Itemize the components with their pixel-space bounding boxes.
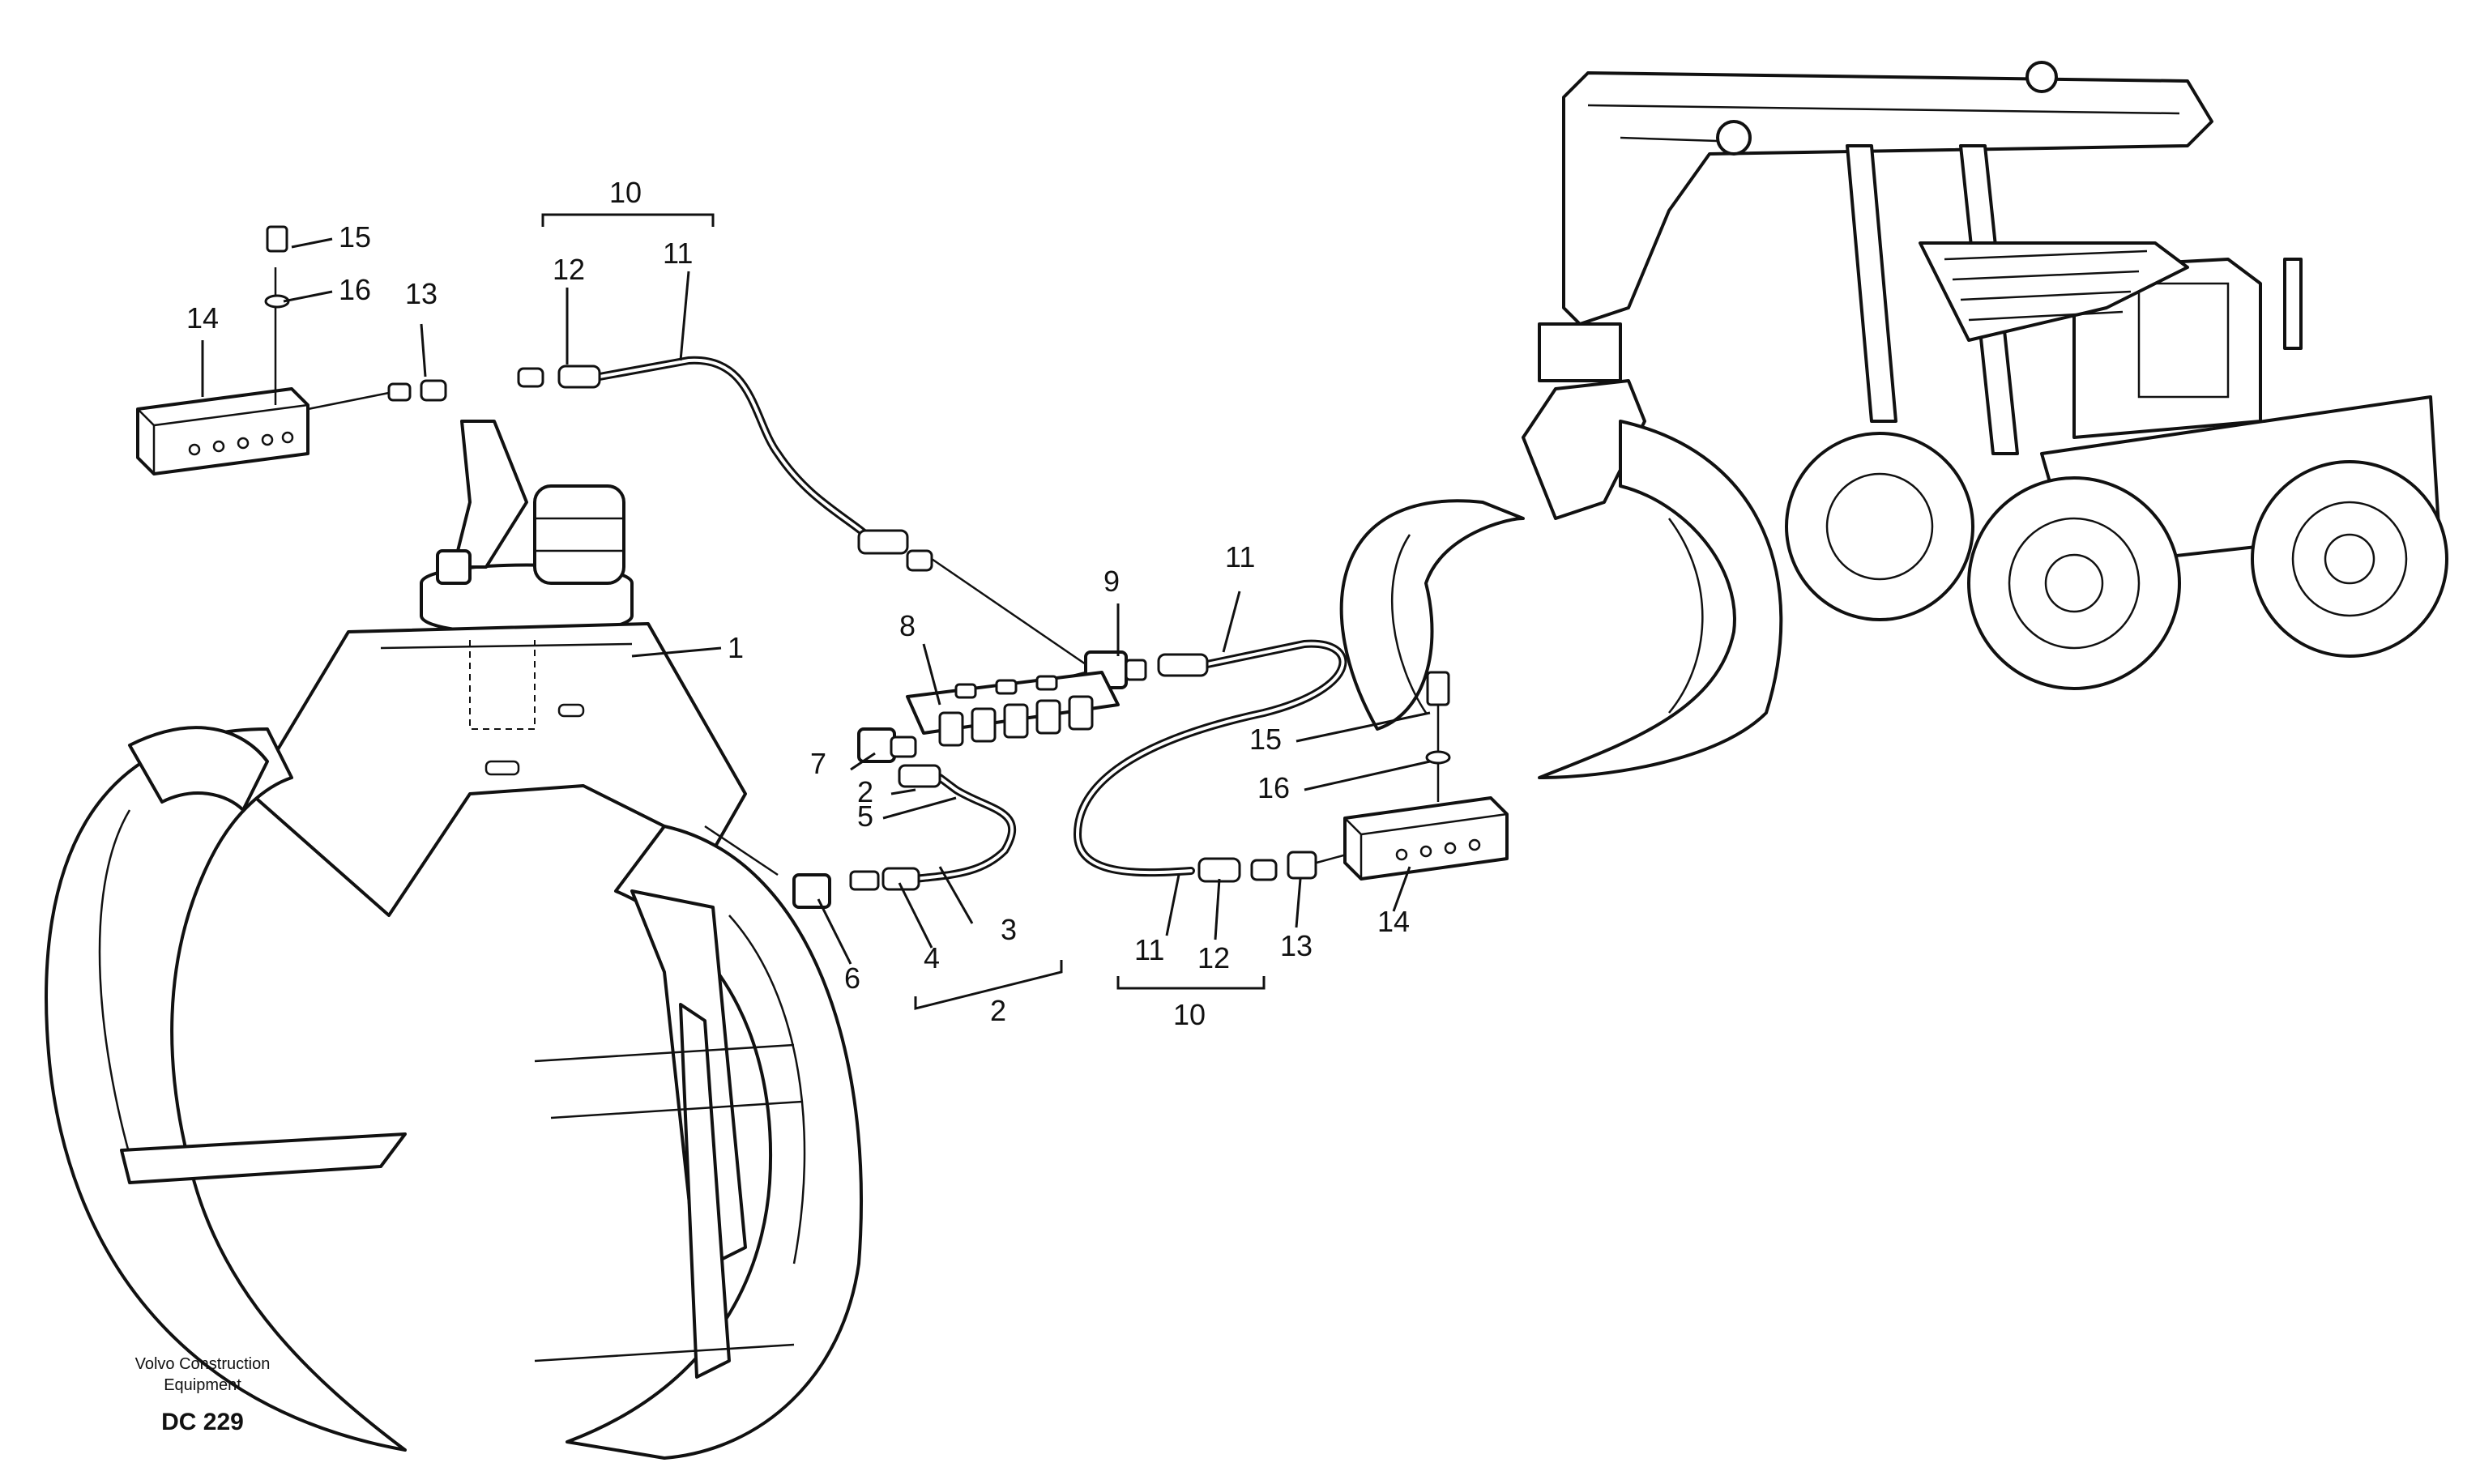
grapple-illustration xyxy=(45,420,863,1460)
callout-labels: 1 2 2 3 4 5 6 7 8 9 10 10 11 11 11 12 12… xyxy=(186,176,1410,1031)
callout-11-lower: 11 xyxy=(1134,933,1164,966)
callout-9: 9 xyxy=(1103,565,1120,598)
callout-15-lower: 15 xyxy=(1249,723,1282,756)
hose-assembly-lower xyxy=(1073,639,1362,883)
front-wheel xyxy=(1785,432,1974,621)
adapter-7 xyxy=(857,727,917,763)
callout-14-lower: 14 xyxy=(1377,905,1410,938)
callout-8: 8 xyxy=(899,609,916,642)
callout-16-lower: 16 xyxy=(1257,771,1290,804)
callout-5: 5 xyxy=(857,800,873,833)
distribution-block-14-lower xyxy=(1343,671,1509,881)
callout-16-upper: 16 xyxy=(339,273,371,306)
callout-1: 1 xyxy=(728,631,744,664)
adapter-13-lower xyxy=(1287,851,1317,880)
callout-12-upper: 12 xyxy=(553,253,585,286)
hose-fitting-12-lower xyxy=(1197,857,1241,883)
callout-2-hose: 2 xyxy=(857,775,873,808)
footer: Volvo Construction Equipment DC 229 xyxy=(135,1355,271,1435)
connector-6 xyxy=(792,873,831,909)
screw-15-upper xyxy=(266,225,288,253)
leader-lines xyxy=(201,213,1431,1010)
callout-12-lower: 12 xyxy=(1197,941,1230,974)
brand-line-2: Equipment xyxy=(164,1376,241,1394)
callout-10-bottom: 10 xyxy=(1173,998,1206,1031)
drawing-code: DC 229 xyxy=(161,1409,244,1435)
callout-14-upper: 14 xyxy=(186,301,219,335)
callout-6: 6 xyxy=(844,962,860,995)
washer-16-lower xyxy=(1425,750,1451,765)
callout-13-upper: 13 xyxy=(405,277,438,310)
rear-wheel xyxy=(2251,460,2448,658)
hose-fitting-12 xyxy=(557,365,601,389)
adapter-13 xyxy=(420,379,447,402)
callout-11-middle: 11 xyxy=(1225,540,1255,574)
callout-11-upper: 11 xyxy=(663,237,693,270)
loader-machine-illustration xyxy=(1339,61,2448,779)
callout-10-top: 10 xyxy=(609,176,642,209)
callout-4: 4 xyxy=(924,941,940,974)
callout-15-upper: 15 xyxy=(339,220,371,254)
callout-7: 7 xyxy=(810,747,826,780)
manifold-block-8 xyxy=(906,671,1120,747)
callout-3: 3 xyxy=(1001,913,1017,946)
callout-2-bracket: 2 xyxy=(990,994,1006,1027)
hose-assembly-upper xyxy=(307,356,933,572)
hose-assembly-2 xyxy=(704,764,1017,891)
callout-13-lower: 13 xyxy=(1280,929,1313,962)
brand-line-1: Volvo Construction xyxy=(135,1355,271,1373)
hose-fitting-4 xyxy=(881,867,920,891)
screw-15-lower xyxy=(1426,671,1450,706)
middle-wheel xyxy=(1967,476,2181,690)
distribution-block-14-upper xyxy=(136,225,309,475)
